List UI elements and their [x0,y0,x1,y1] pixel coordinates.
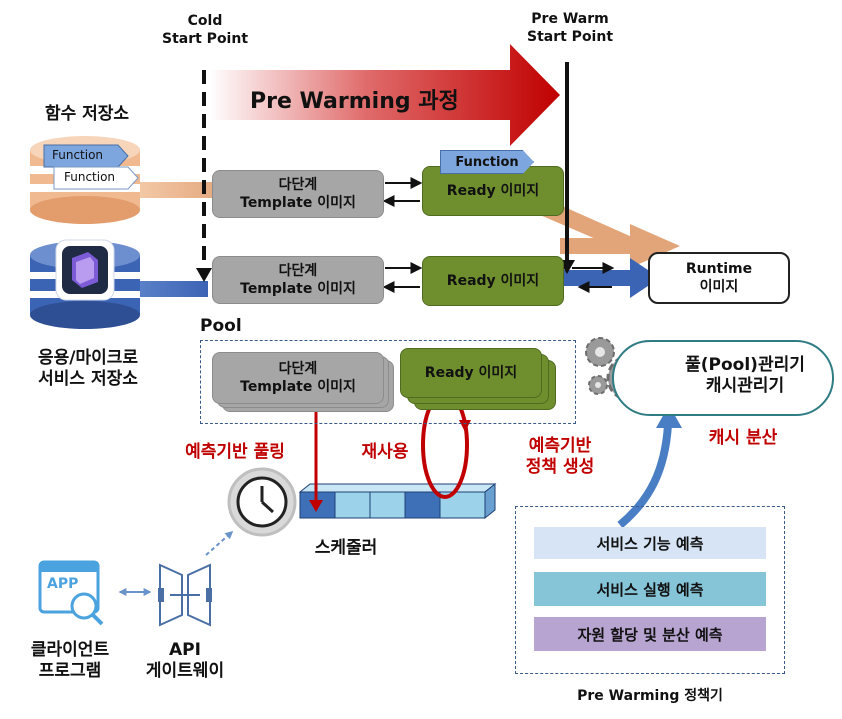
pool-template-box[interactable]: 다단계 Template 이미지 [212,352,384,404]
app-store-line-1: 응용/마이크로 [37,348,139,368]
predictive-policy-label: 예측기반 정책 생성 [500,436,620,478]
app-icon-text: APP [47,576,79,592]
template-line-2: Template 이미지 [240,281,356,297]
function-tag-2: Function [64,170,116,184]
cold-start-line-2: Start Point [161,31,249,47]
reuse-label: 재사용 [361,442,409,462]
pool-template-line-1: 다단계 [278,361,318,377]
client-line-2: 프로그램 [38,661,102,681]
pool-manager-label: 풀(Pool)관리기 캐시관리기 [660,355,830,397]
ready-label: Ready 이미지 [446,183,540,199]
pool-manager-line-2: 캐시관리기 [705,376,785,396]
function-store-label: 함수 저장소 [44,104,130,124]
ready-image-box-2[interactable]: Ready 이미지 [422,256,564,306]
scheduler-label: 스케줄러 [314,538,378,558]
pool-ready-box[interactable]: Ready 이미지 [400,348,542,398]
scheduler-queue [298,482,497,520]
policy-container [515,506,785,674]
policy-to-manager-arrow [617,424,672,529]
pool-ready-label: Ready 이미지 [424,365,518,381]
client-line-1: 클라이언트 [30,640,110,660]
app-store-line-2: 서비스 저장소 [38,369,138,389]
api-line-1: API [169,640,201,660]
app-storage-icon [30,239,140,329]
client-program-label: 클라이언트 프로그램 [10,640,130,682]
cold-start-line-1: Cold [187,13,223,29]
runtime-line-1: Runtime [685,261,753,277]
template-line-1: 다단계 [278,177,318,193]
function-tag-ready: Function [440,150,534,174]
function-tag-label: Function [455,154,519,170]
function-tag-shape-2 [53,166,139,190]
pre-warm-start-line-1: Pre Warm [531,11,609,27]
template-image-box-1[interactable]: 다단계 Template 이미지 [212,170,384,218]
function-tag-shape-1 [43,144,129,168]
policy-item-label: 서비스 기능 예측 [596,534,704,553]
predictive-pooling-label: 예측기반 풀링 [185,442,285,462]
pre-warm-start-line-2: Start Point [526,29,614,45]
pool-container [200,340,576,424]
policy-item-execution[interactable]: 서비스 실행 예측 [534,572,766,606]
api-line-2: 게이트웨이 [145,661,225,681]
cache-distribution-label: 캐시 분산 [708,428,778,448]
pool-label: Pool [200,316,242,336]
predictive-policy-line-2: 정책 생성 [525,457,595,477]
policy-item-label: 자원 할당 및 분산 예측 [577,625,723,644]
template-line-2: Template 이미지 [240,195,356,211]
policy-item-label: 서비스 실행 예측 [596,580,704,599]
ready-label: Ready 이미지 [446,273,540,289]
pre-warming-arrow [210,44,560,146]
pool-manager-box[interactable] [612,340,834,416]
template-line-1: 다단계 [278,263,318,279]
policy-title: Pre Warming 정책기 [577,688,723,704]
api-gateway-label: API 게이트웨이 [130,640,240,682]
pre-warm-start-label: Pre Warm Start Point [510,10,630,46]
function-tag-1: Function [52,148,104,162]
pre-warming-process-label: Pre Warming 과정 [250,89,459,114]
runtime-line-2: 이미지 [699,279,739,295]
cold-start-label: Cold Start Point [150,12,260,48]
policy-item-resource[interactable]: 자원 할당 및 분산 예측 [534,617,766,651]
predictive-policy-line-1: 예측기반 [528,436,592,456]
clock-icon [227,467,297,537]
pool-template-line-2: Template 이미지 [240,379,356,395]
api-gateway-icon [158,563,212,627]
app-store-label: 응용/마이크로 서비스 저장소 [18,348,158,390]
template-image-box-2[interactable]: 다단계 Template 이미지 [212,256,384,304]
pool-manager-line-1: 풀(Pool)관리기 [685,355,805,375]
runtime-image-box[interactable]: Runtime 이미지 [648,252,790,304]
app-icon [38,560,104,626]
policy-item-function[interactable]: 서비스 기능 예측 [534,527,766,559]
